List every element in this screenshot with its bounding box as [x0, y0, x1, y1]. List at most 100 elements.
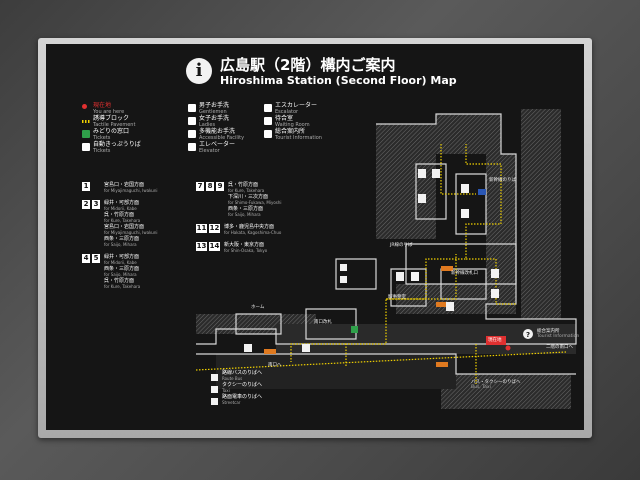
current-location-icon — [82, 104, 87, 109]
legend-label-en: Waiting Room — [275, 122, 310, 128]
men-restroom-icon — [188, 104, 196, 112]
destination-en: for Midorii, Kabe — [104, 260, 137, 265]
legend-label-en: Tourist Information — [275, 135, 322, 141]
platform-number-5: 5 — [92, 254, 100, 263]
legend-label-ja: 総合案内所 — [275, 128, 306, 135]
waiting-room-icon — [264, 117, 272, 125]
transport-ja: 路線バスのりばへ — [222, 370, 263, 376]
legend-label-ja: 待合室 — [275, 115, 294, 122]
map-label-platform: ホーム — [251, 305, 265, 310]
tactile-paving-route — [195, 144, 567, 384]
legend-label-ja: 自動きっぷうりば — [93, 141, 141, 148]
map-label-here: 現在地 — [488, 338, 502, 343]
legend-label-en: Escalator — [275, 109, 299, 115]
destination-en: for Hakata, Kagoshima-Chuo — [224, 230, 282, 235]
ticket-office-markers — [351, 326, 358, 333]
legend-label-ja: 多機能お手洗 — [199, 128, 236, 135]
platform-number-13: 13 — [196, 242, 207, 251]
legend-label-en: Tickets — [93, 135, 111, 141]
legend-label-en: Gentlemen — [199, 109, 227, 115]
svg-text:?: ? — [526, 331, 530, 339]
orange-exit-markers — [264, 266, 453, 367]
title-english: Hiroshima Station (Second Floor) Map — [220, 74, 457, 87]
transport-ja: 路面電車のりばへ — [222, 394, 263, 400]
legend-label-ja: エスカレーター — [275, 102, 318, 109]
tactile-pavement-icon — [82, 120, 90, 123]
tourist-info-icon — [264, 130, 272, 138]
destination-en: for Midorii, Kabe — [104, 206, 137, 211]
info-icon: i — [186, 58, 212, 84]
platform-number-1: 1 — [82, 182, 90, 191]
destination-ja: 呉・竹原方面 — [228, 182, 259, 188]
legend-label-ja: 現在地 — [93, 102, 112, 109]
legend-label-ja: みどりの窓口 — [93, 128, 130, 135]
destination-en: for Saijo, Mihara — [228, 212, 261, 217]
title-japanese: 広島駅（2階）構内ご案内 — [220, 56, 396, 74]
map-label-bus: バス・タクシーのりばへ — [471, 380, 521, 385]
map-title: i 広島駅（2階）構内ご案内 Hiroshima Station (Second… — [186, 52, 486, 92]
escalator-icon — [264, 104, 272, 112]
destination-ja: 西条・三原方面 — [104, 266, 140, 272]
destination-ja: 西条・三原方面 — [104, 236, 140, 242]
destination-ja: 下深川・三次方面 — [228, 194, 269, 200]
map-label-entrance: 南口改札 — [314, 320, 332, 325]
platform-number-12: 12 — [209, 224, 220, 233]
platform-number-2: 2 — [82, 200, 90, 209]
facility-markers — [211, 169, 499, 405]
legend-label-en: Ladies — [199, 122, 216, 128]
map-label-shinkansen: 新幹線のりば — [489, 178, 516, 183]
legend-label-en: Accessible Facility — [199, 135, 245, 141]
legend-label-ja: 誘導ブロック — [93, 115, 130, 122]
map-board: ? 現在地 総合案内所 Tourist Information 二階の南口へ 新… — [46, 44, 584, 430]
concourse-walls — [196, 113, 577, 375]
destination-ja: 呉・竹原方面 — [104, 278, 135, 284]
destination-en: for Miyajimaguchi, Iwakuni — [104, 188, 158, 193]
map-label-gates: 新幹線改札口 — [451, 271, 478, 276]
platform-number-9: 9 — [216, 182, 224, 191]
map-label-jr-line: JR線のりば — [390, 243, 413, 248]
platform-number-11: 11 — [196, 224, 207, 233]
ticket-office-icon — [82, 130, 90, 138]
legend-label-en: Tactile Pavement — [93, 122, 136, 128]
map-label-tourist-en: Tourist Information — [537, 334, 580, 339]
destination-en: for Miyajimaguchi, Iwakuni — [104, 230, 158, 235]
legend-label-ja: エレベーター — [199, 141, 236, 148]
legend-label-ja: 男子お手洗 — [199, 102, 230, 109]
map-label-station-office: 駅事務室 — [388, 295, 406, 300]
transport-en: Taxi — [222, 388, 230, 393]
destination-ja: 宮島口・岩国方面 — [104, 182, 145, 188]
transport-ja: タクシーのりばへ — [222, 382, 263, 388]
transport-en: Streetcar — [222, 400, 241, 405]
destination-en: for Shin-Osaka, Tokyo — [224, 248, 268, 253]
destination-en: for Kure, Takehara — [228, 188, 265, 193]
platform-number-3: 3 — [92, 200, 100, 209]
destination-ja: 博多・鹿児島中央方面 — [224, 224, 275, 230]
platform-number-14: 14 — [209, 242, 220, 251]
legend-label-ja: 女子お手洗 — [199, 115, 230, 122]
platform-number-7: 7 — [196, 182, 204, 191]
legend-label-en: You are here — [93, 109, 125, 115]
destination-en: for Shimo-Fukawa, Miyoshi — [228, 200, 282, 205]
